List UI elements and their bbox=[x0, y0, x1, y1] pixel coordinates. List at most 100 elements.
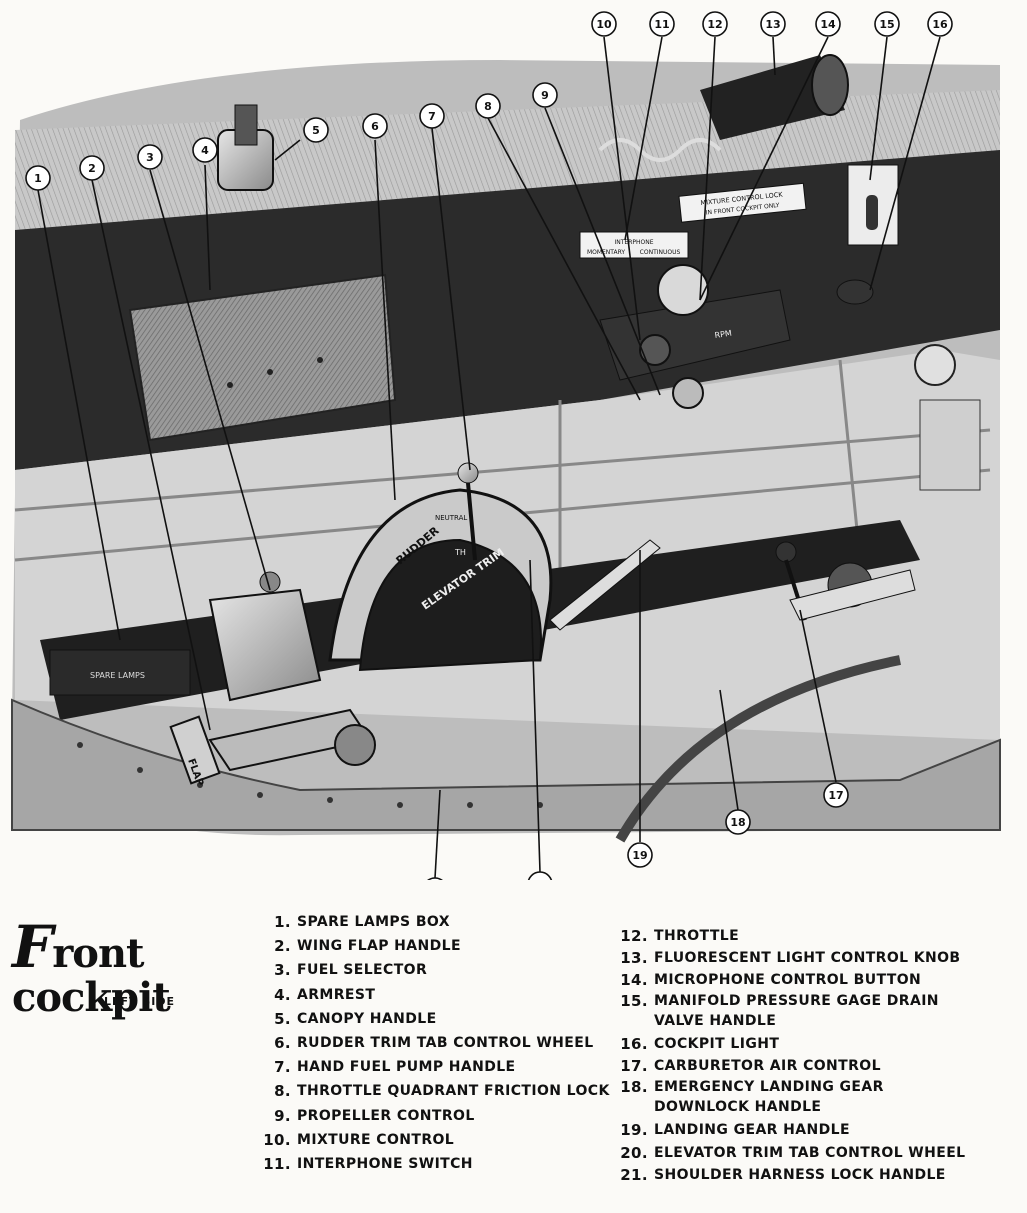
legend-label-line: PROPELLER CONTROL bbox=[297, 1107, 475, 1124]
legend-label: HAND FUEL PUMP HANDLE bbox=[297, 1055, 516, 1079]
legend-item: 3.FUEL SELECTOR bbox=[255, 958, 615, 982]
rivets bbox=[77, 742, 543, 808]
fuel-selector-drawing bbox=[208, 571, 322, 702]
instrument-panel-edge bbox=[919, 399, 981, 491]
legend-label: THROTTLE QUADRANT FRICTION LOCK bbox=[297, 1079, 610, 1103]
legend-item: 11.INTERPHONE SWITCH bbox=[255, 1152, 615, 1176]
legend-label: WING FLAP HANDLE bbox=[297, 934, 461, 958]
legend-label-line: SHOULDER HARNESS LOCK HANDLE bbox=[654, 1166, 946, 1183]
section-title: Front cockpit LEFT SIDE bbox=[12, 918, 262, 1035]
svg-text:17: 17 bbox=[828, 789, 843, 802]
legend-label: LANDING GEAR HANDLE bbox=[654, 1119, 850, 1141]
legend-number: 13. bbox=[620, 949, 648, 968]
legend-number: 18. bbox=[620, 1078, 648, 1097]
legend-item: 18. EMERGENCY LANDING GEAR DOWNLOCK HANDLE bbox=[612, 1077, 972, 1117]
svg-text:18: 18 bbox=[730, 816, 745, 829]
callout-1: 1 bbox=[25, 165, 51, 191]
legend-label-line: SPARE LAMPS BOX bbox=[297, 914, 450, 930]
legend-label-line: WING FLAP HANDLE bbox=[297, 938, 461, 955]
svg-text:2: 2 bbox=[88, 162, 96, 175]
callout-5: 5 bbox=[303, 117, 329, 143]
interphone-continuous-text: CONTINUOUS bbox=[640, 249, 681, 256]
callout-11: 11 bbox=[649, 11, 675, 37]
svg-text:13: 13 bbox=[765, 18, 780, 31]
rpm-text: RPM bbox=[714, 329, 732, 340]
legend-number: 5. bbox=[274, 1009, 291, 1028]
svg-text:9: 9 bbox=[541, 89, 549, 102]
callout-17: 17 bbox=[823, 782, 849, 808]
legend-label-line: ARMREST bbox=[297, 986, 376, 1003]
trim-wheels-drawing: RUDDER NEUTRAL ELEVATOR TRIM TH bbox=[328, 462, 553, 672]
legend-label: FLUORESCENT LIGHT CONTROL KNOB bbox=[654, 947, 960, 969]
svg-text:19: 19 bbox=[632, 849, 647, 862]
legend-number: 20. bbox=[620, 1143, 648, 1162]
spare-lamps-text: SPARE LAMPS bbox=[90, 671, 145, 680]
leader-lines bbox=[37, 36, 941, 879]
legend-label: CARBURETOR AIR CONTROL bbox=[654, 1055, 881, 1077]
callout-2: 2 bbox=[79, 155, 105, 181]
legend-item: 4.ARMREST bbox=[255, 983, 615, 1007]
legend-label: PROPELLER CONTROL bbox=[297, 1104, 475, 1128]
svg-text:12: 12 bbox=[707, 18, 722, 31]
legend-label-line: THROTTLE QUADRANT FRICTION LOCK bbox=[297, 1083, 610, 1100]
legend-label-line: COCKPIT LIGHT bbox=[654, 1036, 780, 1053]
legend-number: 8. bbox=[274, 1082, 291, 1101]
legend-label-line-2: DOWNLOCK HANDLE bbox=[654, 1099, 822, 1116]
legend-label-line: MIXTURE CONTROL bbox=[297, 1131, 455, 1148]
legend-label: ELEVATOR TRIM TAB CONTROL WHEEL bbox=[654, 1142, 966, 1164]
svg-text:15: 15 bbox=[879, 18, 894, 31]
callout-8: 8 bbox=[475, 93, 501, 119]
legend-number: 14. bbox=[620, 971, 648, 990]
instrument-gauge bbox=[914, 344, 956, 386]
interphone-plate-text: INTERPHONE bbox=[614, 239, 653, 246]
callout-13: 13 bbox=[760, 11, 786, 37]
legend-number: 6. bbox=[274, 1034, 291, 1053]
legend-number: 19. bbox=[620, 1121, 648, 1140]
throttle-quadrant-drawing: RPM bbox=[599, 264, 791, 409]
legend-number: 12. bbox=[620, 927, 648, 945]
armrest-panel bbox=[128, 273, 397, 442]
callout-19: 19 bbox=[627, 842, 653, 868]
legend-label-line: FLUORESCENT LIGHT CONTROL KNOB bbox=[654, 950, 961, 967]
legend-item: 21.SHOULDER HARNESS LOCK HANDLE bbox=[612, 1164, 972, 1186]
legend-number: 11. bbox=[263, 1155, 291, 1174]
spare-lamps-box-drawing bbox=[49, 649, 191, 696]
legend-label-line: EMERGENCY LANDING GEAR bbox=[654, 1079, 884, 1096]
callout-18: 18 bbox=[725, 809, 751, 835]
callout-14: 14 bbox=[815, 11, 841, 37]
svg-text:5: 5 bbox=[312, 124, 320, 137]
svg-text:11: 11 bbox=[654, 18, 669, 31]
legend-label-line: MICROPHONE CONTROL BUTTON bbox=[654, 972, 922, 989]
legend-item: 19. LANDING GEAR HANDLE bbox=[612, 1119, 972, 1141]
callout-6: 6 bbox=[362, 113, 388, 139]
svg-text:7: 7 bbox=[428, 110, 436, 123]
legend-item: 14. MICROPHONE CONTROL BUTTON bbox=[612, 969, 972, 991]
legend-number: 16. bbox=[620, 1035, 648, 1054]
legend-item: 9.PROPELLER CONTROL bbox=[255, 1104, 615, 1128]
legend-number: 7. bbox=[274, 1058, 291, 1077]
title-rest: ront cockpit bbox=[12, 930, 171, 1021]
svg-text:16: 16 bbox=[932, 18, 948, 31]
legend-number: 1. bbox=[274, 913, 291, 931]
legend-number: 2. bbox=[274, 937, 291, 956]
interphone-plate bbox=[579, 231, 689, 259]
manifold-valve-lever bbox=[866, 195, 878, 230]
svg-text:4: 4 bbox=[201, 144, 209, 157]
interphone-momentary-text: MOMENTARY bbox=[587, 249, 625, 256]
legend-label: RUDDER TRIM TAB CONTROL WHEEL bbox=[297, 1031, 594, 1055]
callout-20: 20 bbox=[527, 871, 553, 897]
legend-label-line: MANIFOLD PRESSURE GAGE DRAIN bbox=[654, 993, 939, 1010]
legend-item: 8. THROTTLE QUADRANT FRICTION LOCK bbox=[255, 1079, 615, 1103]
legend-item: 10.MIXTURE CONTROL bbox=[255, 1128, 615, 1152]
th-label: TH bbox=[454, 548, 466, 557]
cockpit-light-drawing bbox=[836, 279, 874, 305]
legend-label: CANOPY HANDLE bbox=[297, 1007, 437, 1031]
legend-item: 16. COCKPIT LIGHT bbox=[612, 1033, 972, 1055]
callout-10: 10 bbox=[591, 11, 617, 37]
legend-item: 13. FLUORESCENT LIGHT CONTROL KNOB bbox=[612, 947, 972, 969]
mixture-lock-plate bbox=[678, 182, 807, 223]
svg-text:14: 14 bbox=[820, 18, 836, 31]
